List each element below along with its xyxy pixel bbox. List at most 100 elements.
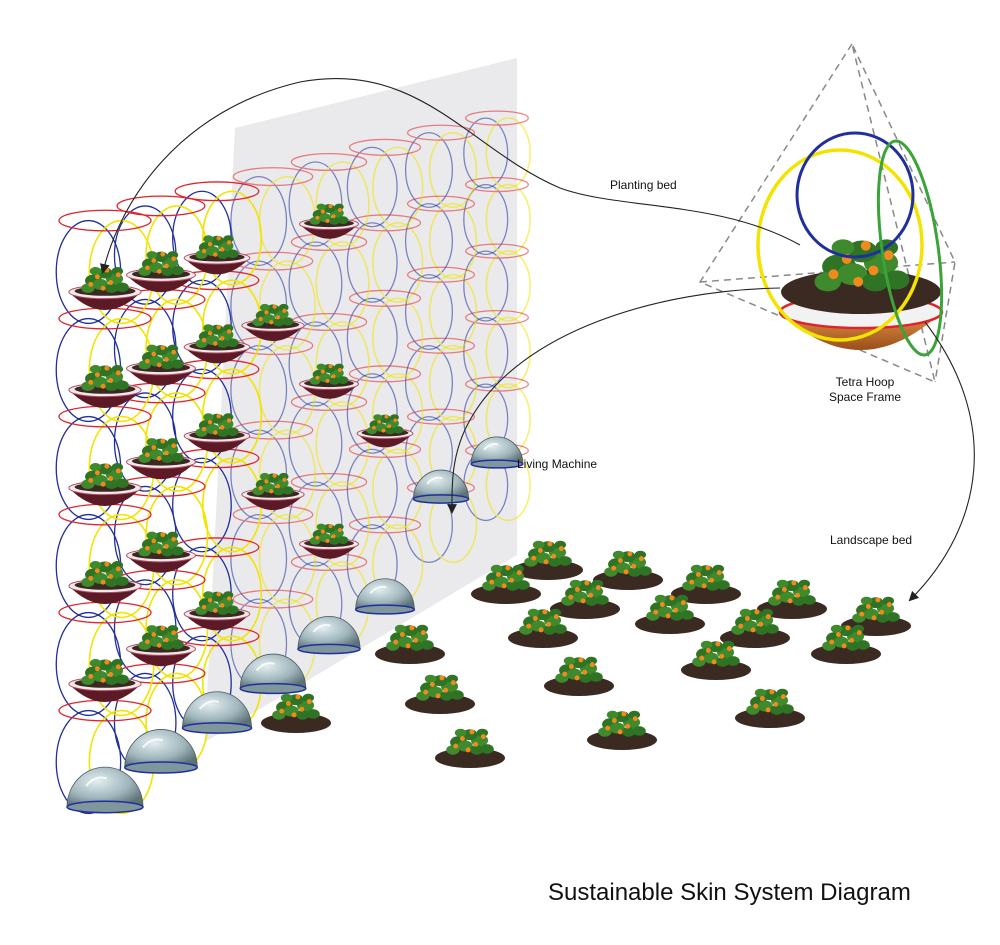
leaf	[146, 625, 158, 633]
landscape-bed	[587, 710, 657, 750]
flower	[542, 609, 548, 615]
wall-hoop-cell	[230, 505, 316, 605]
flower	[88, 477, 94, 483]
flower	[88, 379, 94, 385]
flower	[829, 639, 835, 645]
hoop-yellow	[145, 485, 209, 586]
flower	[393, 639, 399, 645]
flower	[258, 485, 263, 491]
flower	[207, 241, 213, 247]
flower	[320, 209, 325, 214]
hoop-blue	[463, 183, 509, 256]
wall-planter	[68, 560, 142, 605]
hoop-red	[348, 516, 422, 534]
flower	[886, 602, 892, 608]
flower	[104, 365, 110, 371]
leaf	[302, 693, 315, 702]
planter-plant	[195, 235, 239, 259]
flower	[631, 563, 637, 569]
leaf	[89, 560, 102, 570]
flower	[765, 707, 771, 713]
flower	[420, 630, 426, 636]
hoop-red	[465, 176, 529, 193]
hoop-red	[348, 365, 422, 383]
flower	[282, 477, 287, 482]
flower	[272, 304, 277, 309]
planter-plant	[81, 658, 129, 685]
dome-highlight	[312, 623, 331, 633]
flower	[151, 632, 157, 637]
planter-plant	[309, 523, 349, 545]
flower	[709, 577, 715, 583]
hoop-blue	[55, 709, 122, 815]
dome-base	[123, 761, 199, 774]
hoop-blue	[346, 297, 398, 379]
leaf	[115, 674, 129, 685]
flower	[617, 558, 623, 563]
wall-planter	[356, 414, 414, 448]
flower	[201, 248, 207, 254]
wall-planter	[183, 413, 251, 453]
space-frame-dashes	[698, 43, 956, 384]
leaf	[856, 640, 870, 650]
planter-plant	[309, 363, 349, 385]
hoop-yellow	[315, 401, 370, 487]
flower	[226, 596, 232, 601]
hoop-blue	[288, 161, 343, 247]
leaf	[770, 705, 784, 715]
flower	[145, 639, 150, 645]
leaf	[329, 536, 340, 545]
flower	[337, 208, 342, 213]
landscape-bed	[375, 624, 445, 664]
leaf	[424, 674, 437, 683]
leaf	[373, 414, 383, 421]
flower	[595, 585, 601, 591]
flower	[213, 252, 218, 257]
leaf	[761, 608, 774, 617]
leaf	[553, 624, 567, 634]
flower	[219, 603, 225, 608]
leaf	[628, 710, 641, 719]
hoop-red	[348, 289, 422, 307]
flower	[145, 545, 150, 551]
flower	[775, 594, 781, 600]
leaf	[217, 250, 230, 259]
leaf	[454, 728, 467, 737]
flower	[621, 711, 627, 717]
flower	[171, 630, 177, 636]
dome-highlight	[426, 476, 443, 485]
flower	[216, 324, 221, 330]
leaf	[105, 577, 119, 587]
leaf	[161, 547, 174, 557]
leaf	[217, 428, 230, 437]
flower	[653, 609, 659, 615]
flower	[201, 426, 207, 432]
flower	[632, 716, 638, 722]
flower	[538, 627, 544, 633]
flower	[562, 671, 568, 677]
leaf	[876, 613, 890, 623]
wall-planter	[126, 625, 196, 667]
hoop-red	[406, 124, 476, 141]
leaf	[726, 656, 740, 666]
leaf	[798, 579, 811, 588]
flower	[104, 267, 110, 273]
flower	[399, 632, 405, 637]
flower	[605, 725, 611, 731]
flower	[547, 541, 553, 547]
flower	[738, 623, 744, 629]
bed-plant	[822, 624, 870, 651]
leaf	[105, 479, 119, 489]
flower	[279, 708, 285, 714]
leaf	[852, 624, 865, 633]
flower	[226, 418, 232, 423]
landscape-bed	[544, 656, 614, 696]
planter-plant	[81, 560, 129, 587]
flower	[393, 418, 398, 423]
flower	[582, 669, 588, 675]
flower	[207, 419, 213, 425]
arrow-to-wall-planter	[100, 78, 801, 274]
planter-plant	[81, 266, 129, 293]
flower	[258, 316, 263, 322]
flower	[387, 424, 392, 429]
